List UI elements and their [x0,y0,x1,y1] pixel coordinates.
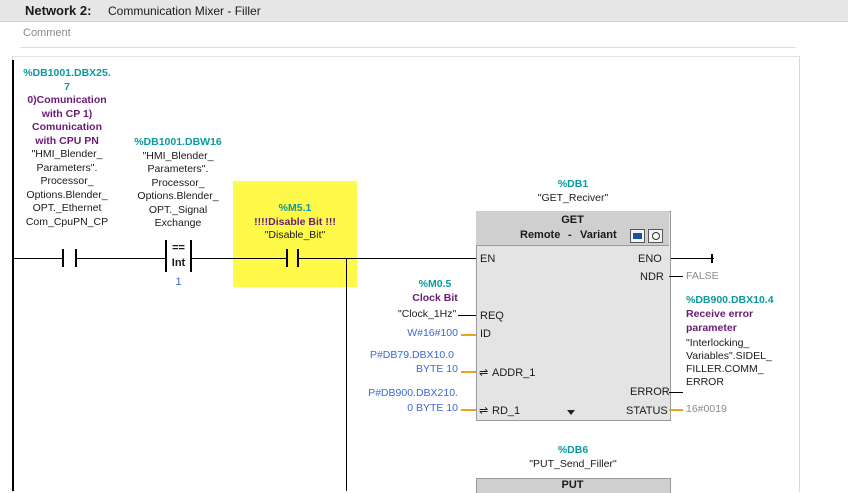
ndr-wire [669,276,683,277]
req-symbol[interactable]: "Clock_1Hz" [398,308,457,320]
error-address: %DB900.DBX10.4 [686,294,774,306]
eno-arrow-icon [711,254,713,263]
network-comment-field[interactable]: Comment [20,23,796,48]
pin-status: STATUS [626,405,668,417]
compare-symbol: Processor_ [151,176,205,189]
error-comment: Receive error [686,308,754,320]
pin-addr: ADDR_1 [492,367,536,379]
pin-eno: ENO [638,253,662,265]
get-block-name: GET [561,214,584,226]
get-instance-symbol: "GET_Reciver" [537,191,609,204]
compare-symbol: Exchange [154,217,202,229]
error-symbol[interactable]: FILLER.COMM_ [686,363,764,375]
left-power-rail [12,60,14,491]
expand-chevron-icon[interactable] [567,410,575,415]
status-value: 16#0019 [686,403,727,415]
pin-rd-icon: ⇌ [479,405,489,417]
get-header-label: Remote [520,229,561,241]
rung-wire [299,258,477,259]
get-instance-labels: %DB1 "GET_Reciver" [500,178,646,205]
pin-id: ID [480,328,491,340]
pin-addr-icon: ⇌ [479,367,489,379]
req-wire [458,315,476,316]
req-comment: Clock Bit [412,291,458,304]
pin-en: EN [480,253,496,265]
pin-rd: RD_1 [492,405,521,417]
contact1-symbol: "HMI_Blender_ [31,148,103,160]
contact1-symbol-icon[interactable] [62,249,77,267]
compare-operator: == [172,242,185,254]
put-instance-labels: %DB6 "PUT_Send_Filler" [500,444,646,471]
pin-error: ERROR [630,386,670,398]
req-param-labels: %M0.5 Clock Bit [398,278,472,305]
contact1-symbol: Processor_ [40,175,94,187]
rd-param-line1[interactable]: P#DB900.DBX210. [368,387,458,399]
get-block[interactable] [476,211,671,421]
comment-placeholder: Comment [23,27,71,39]
contact1-comment: with CPU PN [35,134,99,147]
addr-param-line1[interactable]: P#DB79.DBX10.0 [369,349,454,361]
diagnostics-icon[interactable] [648,229,663,243]
connection-config-icon[interactable] [630,229,645,243]
rd-param-line2[interactable]: 0 BYTE 10 [407,402,458,414]
contact3-comment: !!!!Disable Bit !!! [254,215,336,228]
put-block[interactable] [476,478,671,493]
compare-address: %DB1001.DBW16 [134,136,222,148]
contact1-symbol: OPT._Ethernet [32,202,102,214]
error-symbol[interactable]: ERROR [686,376,724,388]
addr-wire [461,371,476,373]
compare-symbol: Parameters". [147,163,209,175]
contact3-highlight [233,181,357,287]
contact3-symbol: "Disable_Bit" [264,229,326,241]
ladder-rung-area [12,56,800,492]
network-header[interactable] [0,0,848,22]
error-comment: parameter [686,322,737,334]
rung-wire [14,258,62,259]
contact1-comment: with CP 1) [41,107,93,120]
error-wire [669,392,683,393]
put-instance-address: %DB6 [557,444,589,456]
put-instance-symbol: "PUT_Send_Filler" [529,457,617,470]
get-instance-address: %DB1 [557,178,589,190]
rung-branch-wire [346,258,347,491]
compare-symbol: Options.Blender_ [137,190,219,202]
eno-output-wire [669,258,714,259]
contact1-comment: 0)Comunication [27,94,107,106]
error-symbol[interactable]: Variables".SIDEL_ [686,350,772,362]
error-param-labels: %DB900.DBX10.4 Receive error parameter "… [686,293,774,389]
compare-labels: %DB1001.DBW16 "HMI_Blender_ Parameters".… [122,136,234,231]
contact1-address-cont: 7 [64,80,70,93]
pin-req: REQ [480,310,504,322]
contact1-labels: %DB1001.DBX25. 7 0)Comunication with CP … [12,67,122,229]
compare-symbol: OPT._Signal [148,203,208,216]
contact1-symbol: Com_CpuPN_CP [25,215,109,228]
compare-type: Int [171,257,186,269]
status-wire [669,409,683,411]
contact1-symbol: Options.Blender_ [26,188,108,201]
network-number: Network 2: [25,3,92,18]
addr-param-line2[interactable]: BYTE 10 [415,363,458,375]
ndr-value: FALSE [686,270,719,282]
id-wire [461,334,476,336]
contact3-symbol-icon[interactable] [286,249,299,267]
compare-value[interactable]: 1 [175,276,182,288]
get-header-dash: - [568,229,572,241]
compare-symbol-icon[interactable]: == Int [165,240,192,272]
error-symbol[interactable]: "Interlocking_ [686,337,750,349]
rung-wire [77,258,165,259]
put-block-name: PUT [561,479,584,491]
rd-wire [461,409,476,411]
rung-wire [192,258,286,259]
contact1-symbol: Parameters". [36,161,98,174]
contact3-labels: %M5.1 !!!!Disable Bit !!! "Disable_Bit" [233,202,357,243]
contact1-comment: Comunication [32,121,102,133]
compare-symbol: "HMI_Blender_ [142,149,214,162]
network-title[interactable]: Communication Mixer - Filler [108,4,261,18]
get-header-variant: Variant [580,229,617,241]
contact3-address: %M5.1 [278,202,312,214]
req-address: %M0.5 [418,278,452,290]
pin-ndr: NDR [640,271,664,283]
contact1-address: %DB1001.DBX25. [23,67,111,79]
id-param-value[interactable]: W#16#100 [407,327,458,339]
